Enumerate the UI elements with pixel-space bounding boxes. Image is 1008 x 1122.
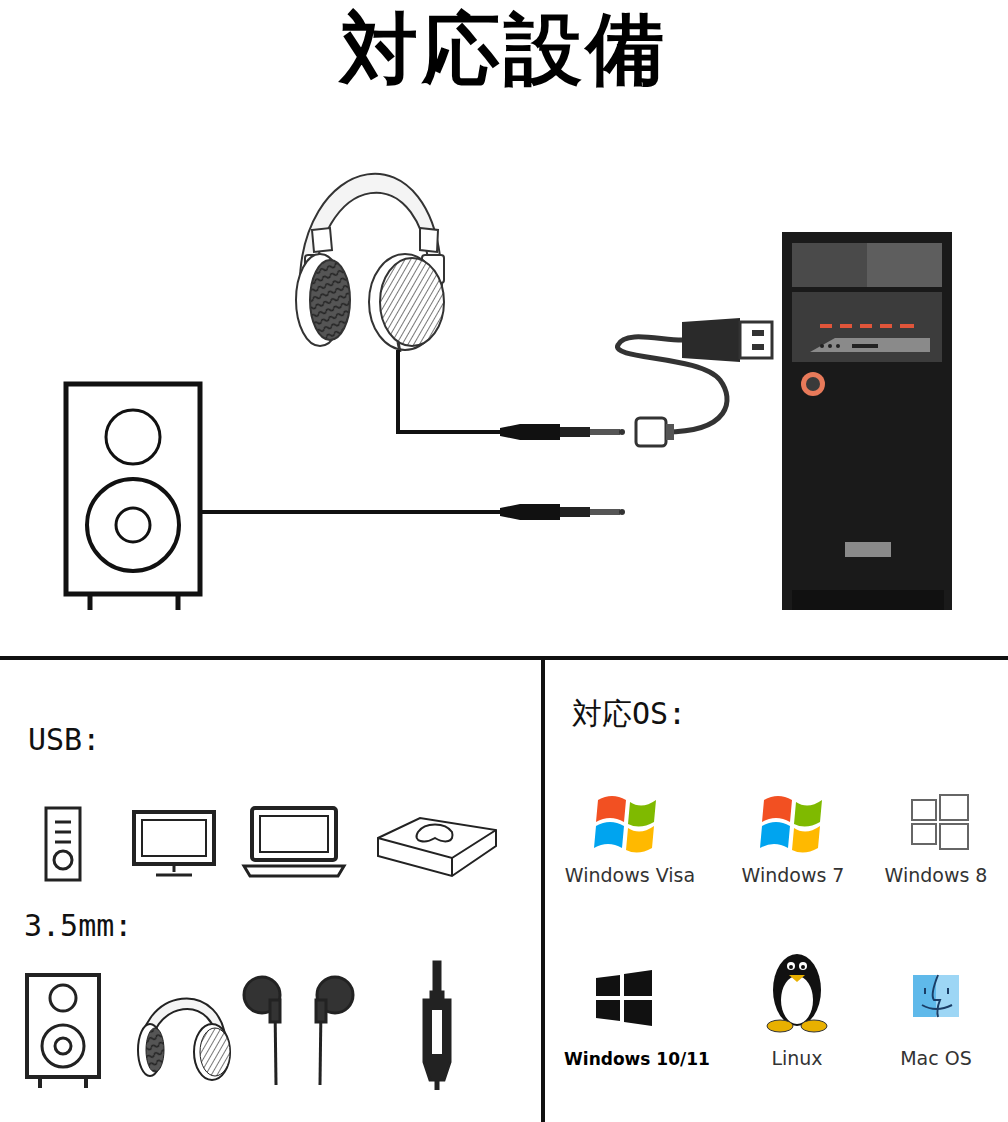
windows10-logo xyxy=(596,970,652,1026)
os-name: Windows 7 xyxy=(742,864,845,886)
os-name: Windows 10/11 xyxy=(564,1049,710,1069)
usb-adapter xyxy=(617,318,772,446)
windows-logo xyxy=(594,796,656,853)
headphones xyxy=(296,174,444,352)
os-name: Mac OS xyxy=(900,1047,972,1069)
audio-device-icons xyxy=(27,962,450,1090)
divider xyxy=(541,658,545,1122)
windows-logo xyxy=(760,796,822,853)
windows8-logo xyxy=(912,795,968,849)
pc-tower xyxy=(782,232,952,610)
speaker-cable xyxy=(200,504,625,520)
speaker xyxy=(66,384,200,610)
os-name: Windows Visa xyxy=(565,864,695,886)
divider xyxy=(0,656,1008,660)
macos-finder xyxy=(913,975,959,1017)
os-name: Linux xyxy=(771,1047,822,1069)
os-name: Windows 8 xyxy=(885,864,988,886)
section-heading: USB: xyxy=(28,722,100,757)
page-title: 対応設備 xyxy=(340,0,668,103)
usb-device-icons xyxy=(46,808,496,880)
headphone-cable xyxy=(398,350,625,440)
section-heading: 対応OS: xyxy=(572,694,686,735)
linux-tux xyxy=(767,954,827,1032)
section-heading: 3.5mm: xyxy=(24,908,132,943)
